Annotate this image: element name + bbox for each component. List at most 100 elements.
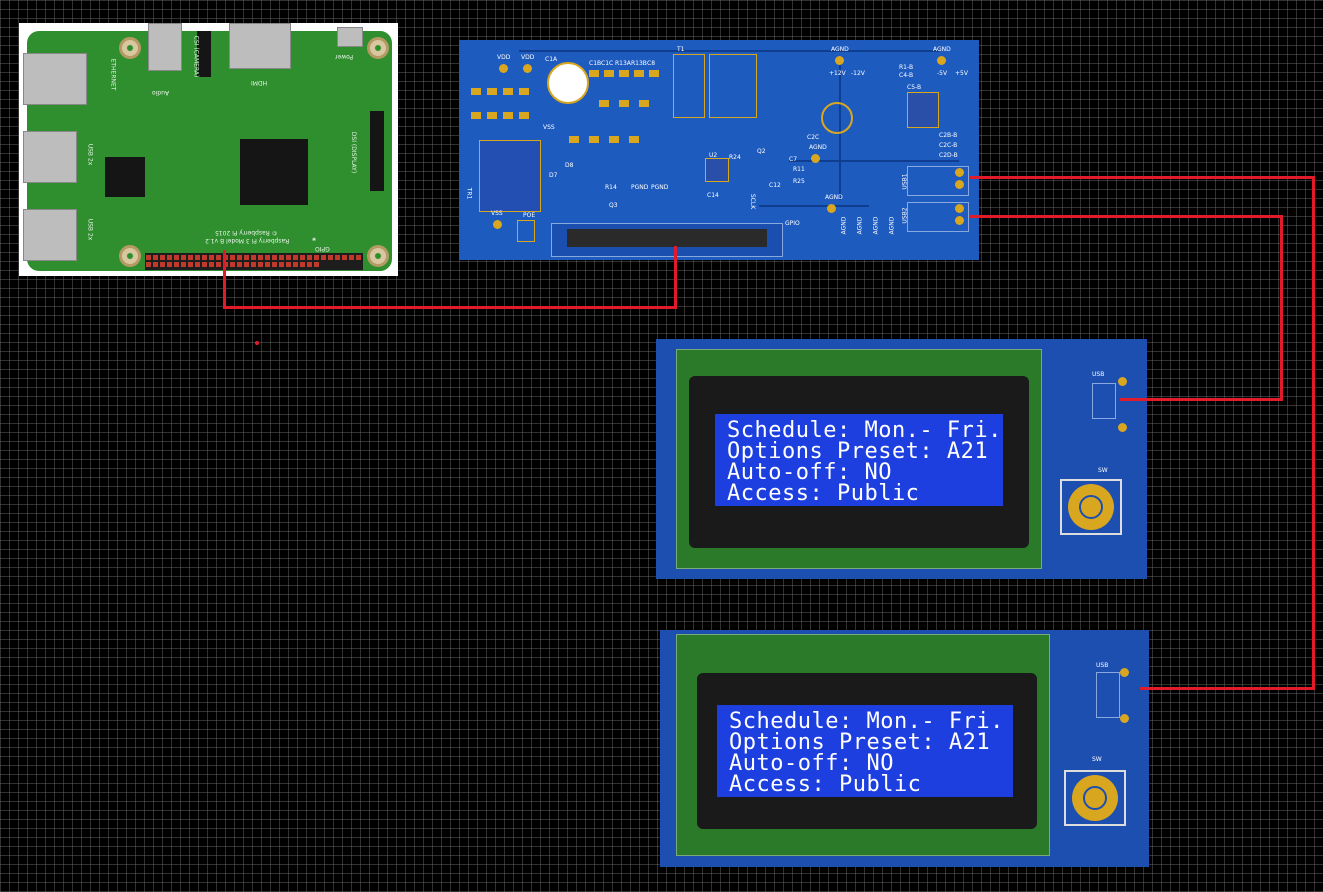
wire-gpio-segment[interactable] xyxy=(223,306,677,309)
lcd-line-3: Auto-off: NO xyxy=(729,751,894,776)
smd-pad xyxy=(649,70,659,77)
mounting-hole xyxy=(367,245,389,267)
rotary-switch-frame[interactable] xyxy=(1060,479,1122,535)
smd-pad xyxy=(519,112,529,119)
mounting-hole xyxy=(119,37,141,59)
pgnd-label: PGND xyxy=(651,184,669,191)
wire-usb1-segment[interactable] xyxy=(1312,176,1315,690)
usb-connector[interactable] xyxy=(1092,383,1116,419)
gpio-header[interactable] xyxy=(145,253,363,270)
poe-header xyxy=(517,220,535,242)
lcd-frame: Schedule: Mon.- Fri. Options Preset: A21… xyxy=(689,376,1029,548)
raspberry-pi-pcb: ETHERNET USB 2x USB 2x Audio CSI (CAMERA… xyxy=(23,23,392,271)
smd-pad xyxy=(609,136,619,143)
lcd-line-1: Schedule: Mon.- Fri. xyxy=(729,709,1004,734)
u2-label: U2 xyxy=(709,152,718,159)
audio-jack xyxy=(148,23,182,71)
ic-u2 xyxy=(705,158,729,182)
usb-label: USB xyxy=(1096,662,1109,669)
wire-gpio-segment[interactable] xyxy=(223,250,226,308)
usb2-connector[interactable] xyxy=(907,202,969,232)
test-pad xyxy=(937,56,946,65)
usb-pad xyxy=(955,216,964,225)
lcd-screen: Schedule: Mon.- Fri. Options Preset: A21… xyxy=(717,705,1013,797)
usb-pad xyxy=(955,204,964,213)
ethernet-label: ETHERNET xyxy=(109,58,117,91)
r14-label: R14 xyxy=(605,184,617,191)
t1-label: T1 xyxy=(677,46,685,53)
hdmi-port xyxy=(229,23,291,69)
lcd-screen: Schedule: Mon.- Fri. Options Preset: A21… xyxy=(715,414,1003,506)
wire-usb2-segment[interactable] xyxy=(1120,398,1283,401)
main-pcb-board[interactable]: VDD VDD C1A C1B C1C R13A R13B C8 T1 AGND… xyxy=(459,40,979,260)
raspberry-pi-board[interactable]: ETHERNET USB 2x USB 2x Audio CSI (CAMERA… xyxy=(19,23,398,276)
pcb-trace xyxy=(789,160,959,162)
r25-label: R25 xyxy=(793,178,805,185)
wire-usb2-segment[interactable] xyxy=(1280,215,1283,401)
agnd-label: AGND xyxy=(831,46,849,53)
copyright-label: © Raspberry Pi 2015 xyxy=(215,229,278,236)
smd-pad xyxy=(487,88,497,95)
smd-pad xyxy=(487,112,497,119)
c2bb-label: C2B-B xyxy=(939,132,958,139)
smd-pad xyxy=(589,70,599,77)
lcd-line-3: Auto-off: NO xyxy=(727,460,892,485)
usb-label: USB xyxy=(1092,371,1105,378)
c2c-label: C2C xyxy=(807,134,820,141)
poe-label: POE xyxy=(523,212,536,219)
vss-label: VSS xyxy=(543,124,555,131)
gpio-connector[interactable] xyxy=(567,229,767,247)
minus12-label: -12V xyxy=(851,70,865,77)
pcb-trace xyxy=(759,205,869,207)
smd-pad xyxy=(471,88,481,95)
power-port xyxy=(337,27,363,47)
lcd-module-1[interactable]: Schedule: Mon.- Fri. Options Preset: A21… xyxy=(656,339,1147,579)
test-pad xyxy=(811,154,820,163)
smd-pad xyxy=(634,70,644,77)
rotary-knob-icon[interactable] xyxy=(1072,775,1118,821)
usb2-label: USB2 xyxy=(901,207,909,224)
ic-u1 xyxy=(907,92,939,128)
test-pad xyxy=(493,220,502,229)
r11-label: R11 xyxy=(793,166,805,173)
usb1-connector[interactable] xyxy=(907,166,969,196)
plus5-label: +5V xyxy=(955,70,968,77)
usb-pad xyxy=(1120,714,1129,723)
transformer-t1-body xyxy=(709,54,757,118)
lcd-pcb: Schedule: Mon.- Fri. Options Preset: A21… xyxy=(676,349,1042,569)
smd-pad xyxy=(599,100,609,107)
wire-usb1-segment[interactable] xyxy=(970,176,1315,179)
lcd-line-4: Access: Public xyxy=(727,481,920,506)
wire-gpio-segment[interactable] xyxy=(674,246,677,308)
wire-usb1-segment[interactable] xyxy=(1140,687,1315,690)
sw-label: SW xyxy=(1092,756,1102,763)
model-label: Raspberry Pi 3 Model B v1.2 xyxy=(205,237,290,244)
tr1-label: TR1 xyxy=(465,187,473,200)
usb-label: USB 2x xyxy=(86,143,94,166)
q2-label: Q2 xyxy=(757,148,766,155)
wire-usb2-segment[interactable] xyxy=(970,215,1283,218)
c12-label: C12 xyxy=(769,182,781,189)
vss-label: VSS xyxy=(491,210,503,217)
raspberry-logo-icon: ❀ xyxy=(312,237,317,243)
test-pad xyxy=(523,64,532,73)
audio-label: Audio xyxy=(152,89,170,96)
usb-connector[interactable] xyxy=(1096,672,1120,718)
rotary-switch-frame[interactable] xyxy=(1064,770,1126,826)
vdd-label: VDD xyxy=(497,54,511,61)
c8-label: C8 xyxy=(647,60,656,67)
d7-label: D7 xyxy=(549,172,558,179)
lcd-module-2[interactable]: Schedule: Mon.- Fri. Options Preset: A21… xyxy=(660,630,1149,867)
agnd-label: AGND xyxy=(872,216,880,235)
agnd-label: AGND xyxy=(809,144,827,151)
agnd-label: AGND xyxy=(840,216,848,235)
lcd-line-2: Options Preset: A21 xyxy=(729,730,991,755)
power-label: Power xyxy=(335,53,354,60)
wire-dot xyxy=(255,341,259,345)
capacitor-c1a xyxy=(547,62,589,104)
agnd-label: AGND xyxy=(856,216,864,235)
rotary-knob-icon[interactable] xyxy=(1068,484,1114,530)
c2db-label: C2D-B xyxy=(939,152,958,159)
pgnd-label: PGND xyxy=(631,184,649,191)
c7-label: C7 xyxy=(789,156,798,163)
